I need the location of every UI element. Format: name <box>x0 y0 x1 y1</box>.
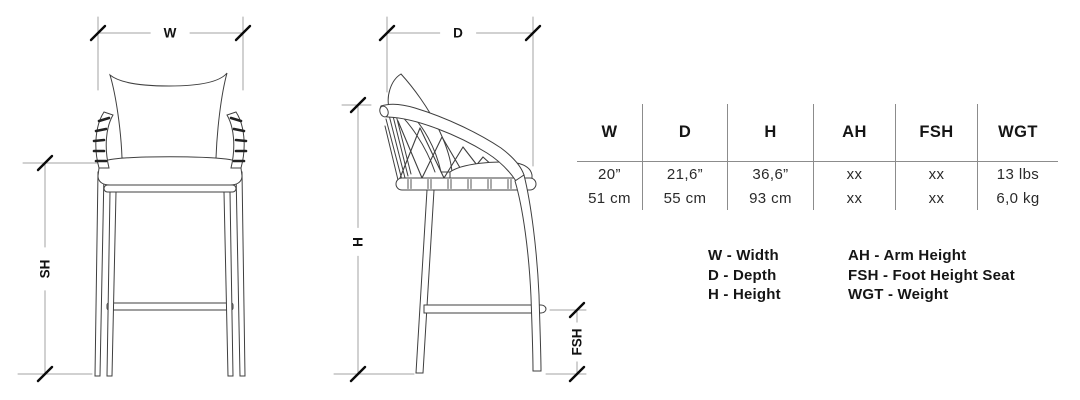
legend-item-arm-height: AH - Arm Height <box>848 247 967 264</box>
footrest-front <box>106 302 234 311</box>
front-dimension-ticks <box>36 24 252 383</box>
rope-wraps-front <box>92 116 248 163</box>
dim-label-width: W <box>150 26 190 40</box>
leg-front-inner-left <box>106 191 117 377</box>
seat-frame-front <box>103 184 237 193</box>
table-cell-h-in: 36,6” <box>728 162 814 186</box>
table-cell-ah-cm: xx <box>814 186 896 210</box>
leg-side-front <box>514 174 542 372</box>
leg-front-outer-right <box>235 171 246 377</box>
table-cell-wgt-lb: 13 lbs <box>996 165 1040 183</box>
table-cell-w-cm: 51 cm <box>577 186 643 210</box>
table-header-w: W <box>577 104 643 162</box>
legend-item-foot-height: FSH - Foot Height Seat <box>848 266 1015 284</box>
table-cell-wgt-kg: 6,0 kg <box>996 189 1040 207</box>
side-stool-art <box>379 73 547 374</box>
table-cell-d-in: 21,6” <box>643 162 728 186</box>
dim-label-foot-height: FSH <box>569 322 584 362</box>
back-pillow-front <box>109 72 228 159</box>
leg-side-back <box>415 189 435 374</box>
front-stool-art <box>92 72 248 377</box>
legend-item-depth: D - Depth <box>708 266 777 284</box>
spec-table: W D H AH FSH WGT 20” 21,6” 36,6” xx xx 1… <box>577 104 1058 210</box>
table-header-h: H <box>728 104 814 162</box>
table-cell-w-in: 20” <box>577 162 643 186</box>
table-header-ah: AH <box>814 104 896 162</box>
legend-column-left: W - Width D - Depth H - Height <box>708 246 781 305</box>
side-dimension-ticks <box>349 24 586 383</box>
front-view-drawing <box>17 16 252 383</box>
seat-cushion-front <box>97 156 243 186</box>
frame-rope-wraps <box>407 179 512 189</box>
dim-label-seat-height: SH <box>37 247 52 291</box>
dim-label-height: H <box>350 228 365 256</box>
side-view-drawing <box>333 16 587 383</box>
side-dimension-lines <box>333 16 587 376</box>
footrest-side <box>423 304 547 314</box>
table-cell-d-cm: 55 cm <box>643 186 728 210</box>
table-cell-h-cm: 93 cm <box>728 186 814 210</box>
legend-item-weight: WGT - Weight <box>848 286 949 303</box>
table-header-wgt: WGT <box>978 104 1058 162</box>
table-header-fsh: FSH <box>896 104 978 162</box>
armrest-end-cap <box>379 105 389 118</box>
dim-label-depth: D <box>440 26 476 40</box>
stool-line-drawings <box>17 16 587 383</box>
table-cell-fsh-cm: xx <box>896 186 978 210</box>
legend-column-right: AH - Arm Height FSH - Foot Height Seat W… <box>848 246 1015 305</box>
legend-item-height: H - Height <box>708 286 781 303</box>
table-cell-fsh-in: xx <box>896 162 978 186</box>
leg-front-outer-left <box>94 171 105 377</box>
leg-front-inner-right <box>223 191 234 377</box>
table-header-d: D <box>643 104 728 162</box>
legend-item-width: W - Width <box>708 247 779 264</box>
table-cell-ah-in: xx <box>814 162 896 186</box>
front-dimension-lines <box>17 16 244 376</box>
